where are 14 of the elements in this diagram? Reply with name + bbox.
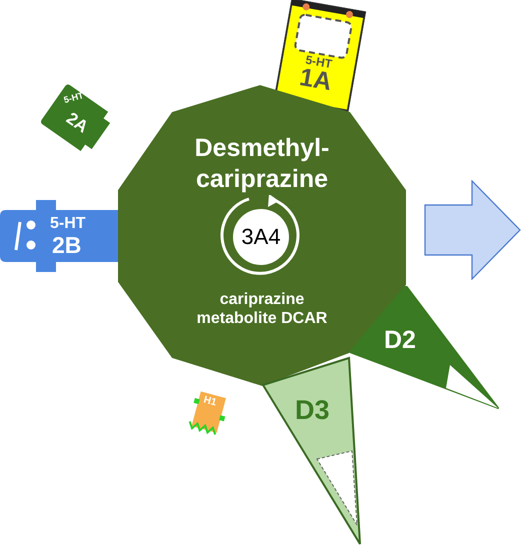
receptor-label: D2 <box>384 328 416 353</box>
receptor-label: D3 <box>295 397 330 424</box>
enzyme-label: 3A4 <box>240 226 282 248</box>
receptor-label: 5-HT <box>62 91 85 106</box>
receptor-label: H1 <box>202 396 218 409</box>
receptor-label: 5-HT <box>50 216 86 232</box>
receptor-label: 2A <box>64 109 92 136</box>
receptor-label: 2B <box>52 234 82 257</box>
drug-name: Desmethyl-cariprazine <box>194 133 330 196</box>
d2-wedge <box>350 286 502 412</box>
enzyme-circle <box>231 207 291 267</box>
d3-wedge <box>261 355 363 546</box>
subtitle: cariprazine metabolite DCAR <box>196 290 328 328</box>
dashed-tip <box>316 450 358 527</box>
